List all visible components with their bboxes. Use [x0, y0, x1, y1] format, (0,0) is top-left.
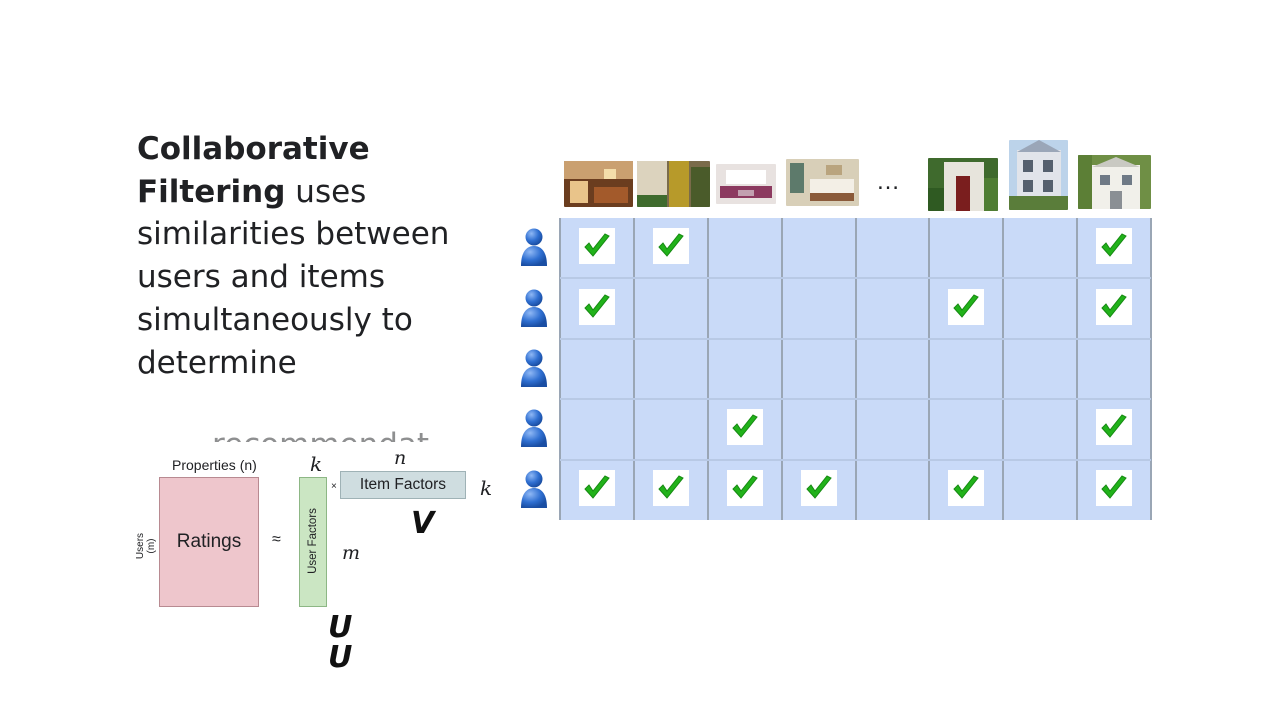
grid-column-divider — [780, 218, 783, 520]
rating-check-icon — [578, 228, 615, 265]
grid-row-divider — [560, 398, 1151, 401]
grid-row-divider — [560, 277, 1151, 280]
item-factors-label: Item Factors — [359, 476, 447, 493]
grid-column-divider — [928, 218, 931, 520]
rating-check-icon — [800, 469, 837, 506]
m-label: m — [342, 542, 361, 564]
grid-column-divider — [632, 218, 635, 520]
item-photo-white-house — [1078, 155, 1151, 209]
headline: Collaborative Filtering uses similaritie… — [137, 128, 477, 384]
k-label-item: k — [480, 476, 493, 500]
rating-check-icon — [1096, 469, 1133, 506]
u-matrix-label: U — [328, 610, 353, 645]
grid-column-divider — [1076, 218, 1079, 520]
item-photo-house-door — [928, 158, 998, 211]
grid-row-divider — [560, 458, 1151, 461]
properties-label: Properties (n) — [172, 457, 257, 473]
more-items-ellipsis: … — [876, 168, 902, 195]
times-symbol: × — [331, 481, 337, 492]
grid-column-divider — [706, 218, 709, 520]
item-photo-living-room — [716, 164, 776, 204]
rating-check-icon — [726, 409, 763, 446]
grid-column-divider — [854, 218, 857, 520]
u-matrix-label-duplicate: U — [328, 640, 353, 675]
item-photo-staircase — [637, 161, 710, 207]
item-factors-box: Item Factors — [340, 471, 466, 499]
approx-symbol: ≈ — [272, 531, 281, 548]
grid-column-divider — [1150, 218, 1152, 520]
grid-column-divider — [1002, 218, 1005, 520]
rating-check-icon — [1096, 228, 1133, 265]
item-photo-victorian-house — [1009, 140, 1068, 210]
grid-row-divider — [560, 337, 1151, 340]
rating-check-icon — [1096, 409, 1133, 446]
user-factors-box — [299, 477, 327, 607]
headline-cutoff-word: recommendations — [212, 430, 432, 442]
item-photo-bedroom — [786, 159, 859, 206]
users-label: Users (m) — [135, 532, 157, 560]
rating-check-icon — [948, 288, 985, 325]
headline-bold-1: Collaborative — [137, 131, 370, 167]
k-label-user: k — [310, 452, 323, 476]
rating-check-icon — [652, 228, 689, 265]
ratings-matrix-box: Ratings — [159, 477, 259, 607]
v-matrix-label: V — [411, 506, 435, 541]
rating-check-icon — [652, 469, 689, 506]
user-icon — [520, 347, 548, 389]
item-photo-hotel-room — [564, 161, 633, 207]
rating-check-icon — [578, 288, 615, 325]
grid-column-divider — [559, 218, 561, 520]
user-icon — [520, 468, 548, 510]
n-label: n — [394, 447, 407, 469]
headline-text: uses similarities between users and item… — [137, 173, 450, 381]
rating-check-icon — [726, 469, 763, 506]
user-icon — [520, 287, 548, 329]
rating-check-icon — [578, 469, 615, 506]
headline-cutoff-text: recommendations — [212, 430, 432, 442]
ratings-label: Ratings — [176, 531, 242, 552]
rating-check-icon — [948, 469, 985, 506]
user-factors-label: User Factors — [307, 508, 319, 574]
headline-bold-2: Filtering — [137, 173, 286, 210]
user-icon — [520, 226, 548, 268]
user-icon — [520, 407, 548, 449]
rating-check-icon — [1096, 288, 1133, 325]
